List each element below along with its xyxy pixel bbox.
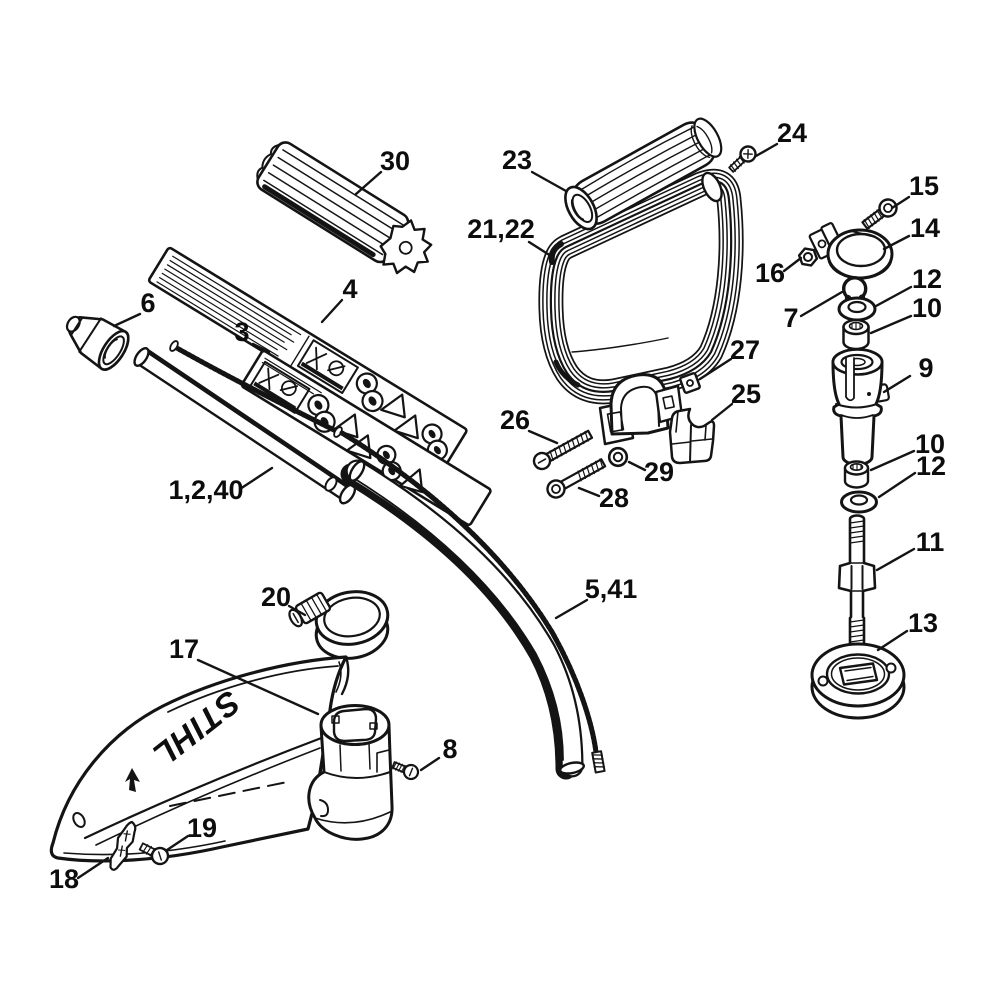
callout-21-22: 21,22 [467, 214, 535, 244]
callout-10-lower: 10 [915, 429, 945, 459]
callout-18: 18 [49, 864, 79, 894]
leader-10-lower [869, 449, 916, 472]
part-limiter-screw [138, 842, 170, 866]
part-line-limiter [109, 820, 137, 871]
callout-17: 17 [169, 634, 199, 664]
part-deflector: STIHL [49, 655, 350, 863]
callout-19: 19 [187, 813, 217, 843]
part-loop-handle-saddle [598, 373, 684, 446]
part-tube-clamp [808, 222, 894, 280]
callout-25: 25 [731, 379, 761, 409]
part-hose-clamp [288, 590, 390, 660]
leader-11 [875, 547, 916, 572]
callout-3: 3 [234, 317, 249, 347]
leader-10-upper [869, 314, 913, 335]
leader-17 [196, 658, 320, 716]
leader-3 [251, 342, 271, 354]
callout-12-lower: 12 [916, 451, 946, 481]
part-loop-handle [538, 168, 744, 405]
leader-5-41 [554, 598, 589, 620]
callout-23: 23 [502, 145, 532, 175]
callout-20: 20 [261, 582, 291, 612]
callout-11: 11 [916, 527, 945, 557]
leader-9 [882, 374, 912, 394]
part-clamp-bolt [861, 198, 898, 230]
leader-28 [577, 486, 601, 498]
leader-21-22 [527, 240, 553, 258]
leader-1-2-40 [238, 466, 274, 491]
part-flexible-shaft-curved [339, 430, 606, 774]
part-lock-nut [607, 446, 629, 468]
callout-28: 28 [599, 483, 629, 513]
leader-14 [882, 234, 911, 251]
leader-13 [876, 629, 909, 652]
part-clamp-block [668, 407, 716, 465]
part-deflector-socket [307, 704, 394, 841]
callout-8: 8 [442, 734, 457, 764]
part-shaft-sleeve [831, 348, 890, 466]
leader-23 [530, 170, 568, 193]
callout-15: 15 [909, 171, 939, 201]
callout-30: 30 [380, 146, 410, 176]
leader-25 [710, 402, 734, 422]
part-handle-bolt-lower [546, 458, 607, 499]
callout-14: 14 [910, 213, 940, 243]
leader-12-upper [874, 285, 913, 308]
callout-24: 24 [777, 118, 807, 148]
part-foam-grip [256, 141, 433, 275]
leader-26 [527, 429, 559, 445]
part-washer-lower [840, 490, 878, 514]
part-hex-nut [797, 247, 819, 267]
part-handle-bolt-upper [532, 429, 594, 471]
callout-27: 27 [730, 335, 760, 365]
part-flexible-shaft-straight [169, 340, 343, 438]
part-washer-upper [837, 296, 877, 322]
callout-1-2-40: 1,2,40 [168, 475, 243, 505]
leader-7 [799, 290, 844, 318]
callout-4: 4 [342, 274, 357, 304]
callout-26: 26 [500, 405, 530, 435]
leader-20 [287, 604, 307, 617]
leader-lines [76, 142, 917, 880]
part-bushing-upper [842, 318, 870, 351]
callout-10-upper: 10 [912, 293, 942, 323]
leader-6 [112, 312, 142, 328]
leader-30 [354, 170, 383, 196]
callout-13: 13 [908, 608, 938, 638]
part-square-nut [679, 372, 701, 394]
leader-29 [627, 460, 647, 472]
callout-12-upper: 12 [912, 264, 942, 294]
callout-6: 6 [140, 288, 155, 318]
part-bushing-lower [843, 460, 870, 489]
leader-15 [890, 195, 911, 210]
leader-18 [76, 856, 110, 880]
leader-27 [698, 357, 733, 381]
leader-19 [165, 834, 190, 852]
callout-7: 7 [783, 303, 798, 333]
part-clutch-drum [810, 642, 906, 720]
callout-9: 9 [918, 353, 933, 383]
part-grip-screw [728, 145, 757, 173]
direction-arrow-icon [125, 768, 140, 792]
callout-5-41: 5,41 [585, 574, 638, 604]
callout-labels: 30 23 24 21,22 15 14 16 7 12 10 9 10 12 … [49, 118, 946, 894]
leader-12-lower [877, 471, 917, 499]
part-curved-shaft [340, 459, 585, 780]
leader-4 [320, 298, 344, 324]
leader-8 [419, 756, 441, 772]
callout-29: 29 [644, 457, 674, 487]
part-end-cap [65, 315, 130, 371]
part-handle-grip [564, 117, 723, 231]
leader-24 [754, 142, 779, 158]
callout-16: 16 [755, 258, 785, 288]
part-deflector-screw [391, 761, 420, 781]
part-drive-tube [133, 347, 357, 505]
leader-16 [782, 256, 803, 273]
